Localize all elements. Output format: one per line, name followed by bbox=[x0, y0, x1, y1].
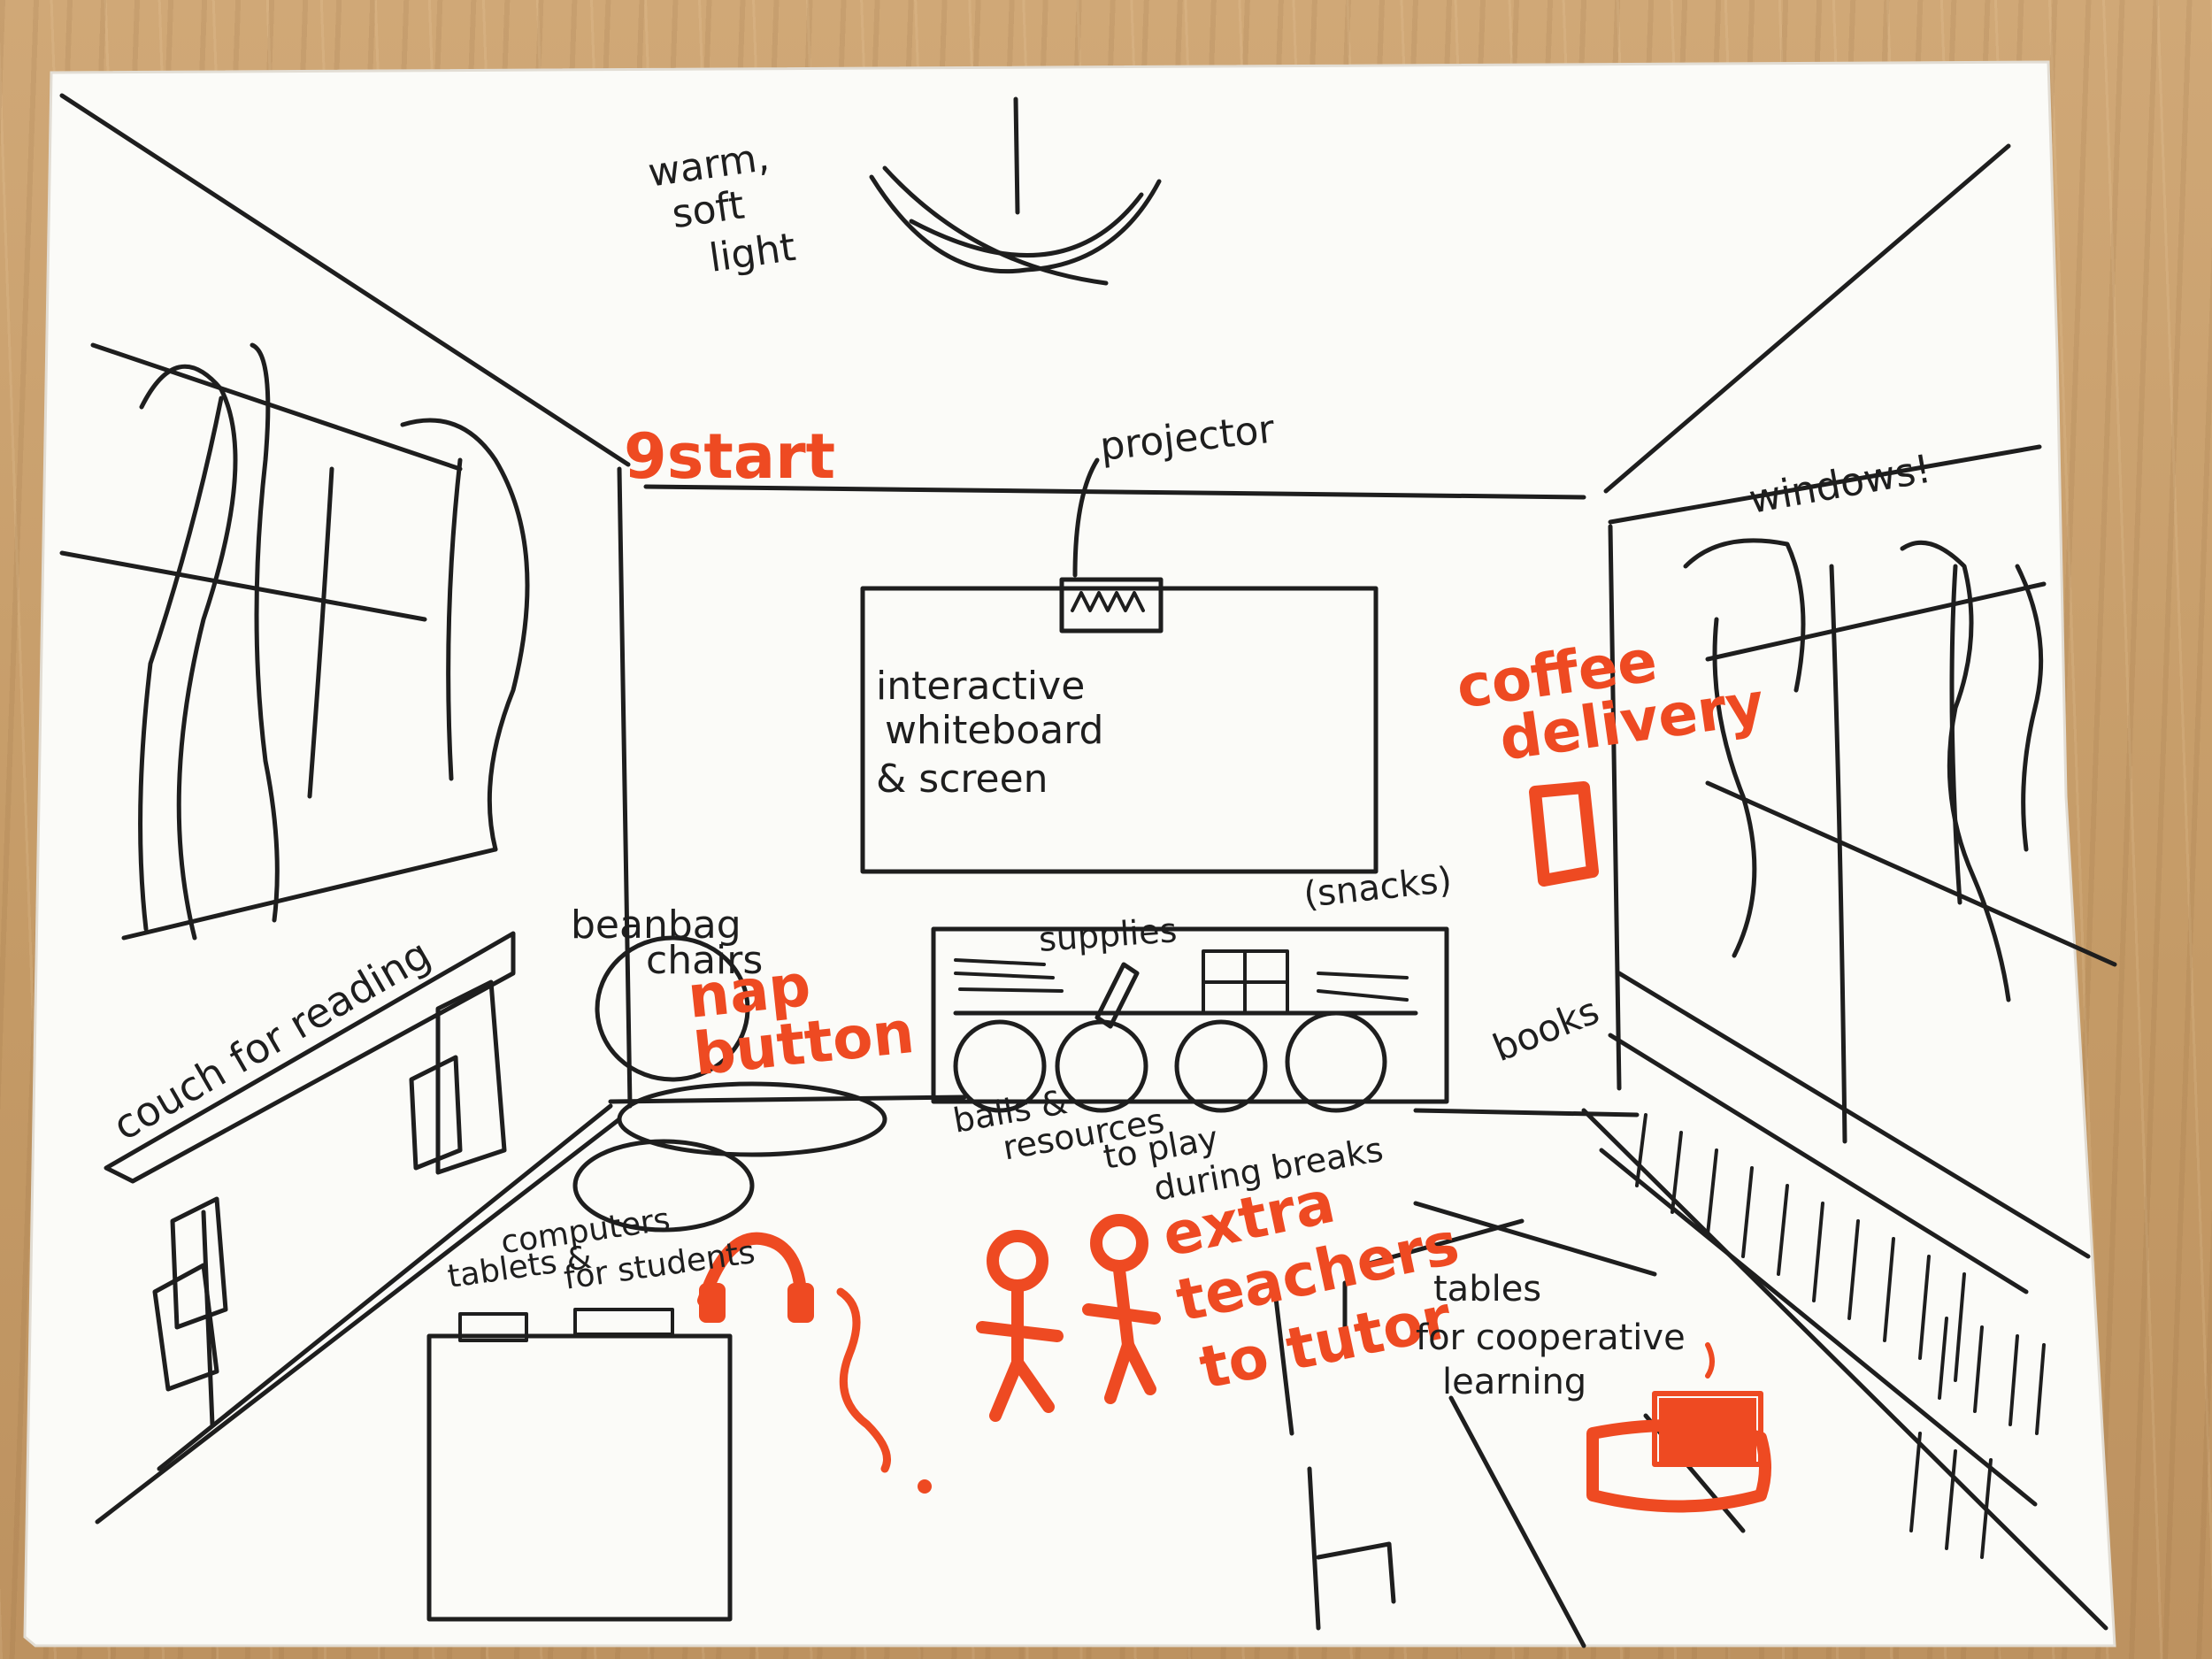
left-windows-icon bbox=[59, 342, 530, 941]
coffee-delivery-label: coffee delivery bbox=[1453, 612, 1769, 779]
beanbag-chairs-icon bbox=[572, 935, 887, 1233]
paper-sheet bbox=[23, 60, 2116, 1647]
9start-label: 9start bbox=[624, 420, 835, 493]
laptop-on-table-icon bbox=[1586, 1342, 1771, 1513]
coffee-cup-icon bbox=[1529, 781, 1599, 887]
supplies-label: supplies bbox=[1038, 910, 1179, 959]
room-structure bbox=[59, 93, 2108, 1631]
tables-cooperative-label: tables for cooperative learning bbox=[1416, 1269, 1696, 1402]
tablets-table-icon bbox=[426, 1308, 733, 1622]
couch-icon bbox=[104, 931, 516, 1427]
right-windows-icon bbox=[1683, 538, 2117, 1144]
bookshelf-icon bbox=[1599, 971, 2091, 1559]
warm-soft-light-label: warm, soft light bbox=[645, 133, 798, 288]
ceiling-light-icon bbox=[869, 96, 1162, 286]
headphones-icon bbox=[697, 1232, 932, 1494]
beanbag-chairs-label: beanbag chairs bbox=[571, 902, 763, 983]
supplies-shelf-icon bbox=[931, 926, 1449, 1113]
teacher-figure-2-icon bbox=[1082, 1214, 1161, 1404]
teacher-figure-1-icon bbox=[976, 1230, 1064, 1422]
whiteboard-icon bbox=[860, 457, 1379, 874]
whiteboard-label: interactive whiteboard & screen bbox=[876, 664, 1116, 802]
